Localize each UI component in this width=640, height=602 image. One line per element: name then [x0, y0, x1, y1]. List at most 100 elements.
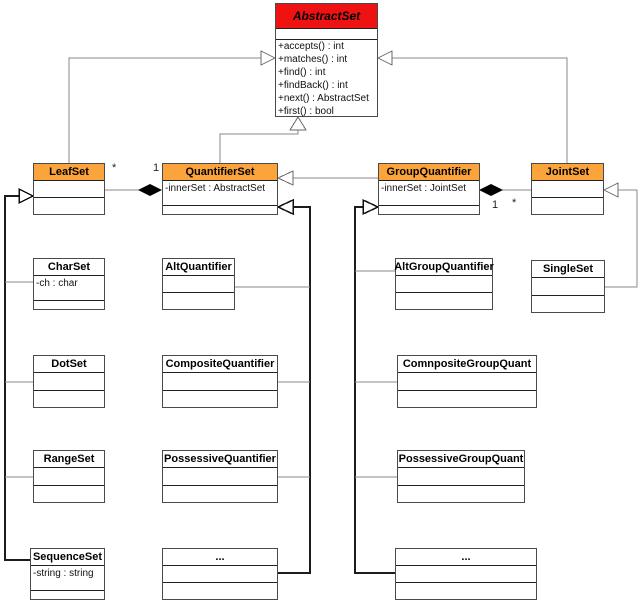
generalization-arrow-into-jointset-right: [602, 182, 619, 198]
class-possessivequantifier[interactable]: PossessiveQuantifier: [162, 450, 278, 503]
class-leafset[interactable]: LeafSet: [33, 163, 105, 215]
class-dotset[interactable]: DotSet: [33, 355, 105, 408]
method: +first() : bool: [278, 106, 334, 117]
methods-section: [34, 391, 104, 408]
methods-section: [396, 583, 536, 599]
class-ellipsis-groupquant[interactable]: ...: [395, 548, 537, 600]
class-title: AbstractSet: [276, 4, 377, 29]
methods-section: [163, 391, 277, 408]
attributes-section: [34, 468, 104, 486]
class-title: GroupQuantifier: [379, 164, 479, 181]
method: +accepts() : int: [278, 41, 344, 52]
class-title: PossessiveQuantifier: [163, 451, 277, 468]
class-quantifierset[interactable]: QuantifierSet -innerSet : AbstractSet: [162, 163, 278, 215]
multiplicity-label: 1: [153, 162, 160, 174]
class-title: JointSet: [532, 164, 603, 181]
class-title: SequenceSet: [31, 549, 104, 566]
class-comnpositegroupquant[interactable]: ComnpositeGroupQuant: [397, 355, 537, 408]
generalization-arrow-into-quantifierset-right-top: [276, 170, 294, 186]
generalization-arrow-into-quantifierset-right-bottom: [276, 198, 294, 216]
methods-section: +accepts() : int +matches() : int +find(…: [276, 40, 377, 117]
generalization-line-leafset-abstractset: [68, 57, 261, 163]
composition-diamond-groupquantifier: [478, 183, 504, 197]
methods-section: [398, 391, 536, 408]
class-title: ...: [163, 549, 277, 566]
class-compositequantifier[interactable]: CompositeQuantifier: [162, 355, 278, 408]
class-title: AltGroupQuantifier: [394, 259, 494, 276]
class-title: ...: [396, 549, 536, 566]
multiplicity-label: *: [112, 162, 117, 174]
methods-section: [34, 301, 104, 309]
attributes-section: -innerSet : JointSet: [379, 181, 479, 206]
multiplicity-label: 1: [492, 199, 499, 211]
methods-section: [34, 486, 104, 503]
attributes-section: [34, 373, 104, 391]
attributes-section: [163, 468, 277, 486]
method: +next() : AbstractSet: [278, 93, 369, 104]
generalization-bus-leafset-children: [4, 195, 30, 561]
class-title: PossessiveGroupQuant: [398, 451, 524, 468]
class-title: LeafSet: [34, 164, 104, 181]
generalization-bus-quantifierset-children: [278, 206, 311, 574]
attributes-section: [276, 29, 377, 40]
class-ellipsis-quantifier[interactable]: ...: [162, 548, 278, 600]
methods-section: [396, 293, 492, 309]
class-title: ComnpositeGroupQuant: [398, 356, 536, 373]
method: +find() : int: [278, 67, 326, 78]
attributes-section: [532, 278, 604, 296]
class-jointset[interactable]: JointSet: [531, 163, 604, 215]
attribute: -string : string: [33, 568, 94, 579]
attributes-section: [163, 373, 277, 391]
class-charset[interactable]: CharSet -ch : char: [33, 258, 105, 310]
class-rangeset[interactable]: RangeSet: [33, 450, 105, 503]
methods-section: [34, 198, 104, 214]
class-title: RangeSet: [34, 451, 104, 468]
method: +matches() : int: [278, 54, 348, 65]
attribute: -innerSet : JointSet: [381, 183, 467, 194]
class-title: SingleSet: [532, 261, 604, 278]
method: +findBack() : int: [278, 80, 348, 91]
methods-section: [379, 206, 479, 214]
class-altquantifier[interactable]: AltQuantifier: [162, 258, 235, 310]
class-title: CompositeQuantifier: [163, 356, 277, 373]
attributes-section: [396, 566, 536, 583]
class-groupquantifier[interactable]: GroupQuantifier -innerSet : JointSet: [378, 163, 480, 215]
composition-diamond-quantifierset: [137, 183, 163, 197]
class-possessivegroupquant[interactable]: PossessiveGroupQuant: [397, 450, 525, 503]
methods-section: [31, 591, 104, 599]
generalization-arrow-into-abstractset-bottom: [289, 116, 307, 131]
methods-section: [163, 206, 277, 214]
multiplicity-label: *: [512, 197, 517, 209]
attributes-section: [34, 181, 104, 198]
attributes-section: [398, 468, 524, 486]
class-title: CharSet: [34, 259, 104, 276]
methods-section: [163, 486, 277, 503]
generalization-arrow-into-leafset-left: [18, 187, 35, 205]
class-singleset[interactable]: SingleSet: [531, 260, 605, 313]
generalization-bus-groupquantifier-children: [354, 206, 395, 574]
class-altgroupquantifier[interactable]: AltGroupQuantifier: [394, 258, 494, 310]
attributes-section: [398, 373, 536, 391]
methods-section: [532, 198, 603, 214]
generalization-line-singleset-jointset: [605, 189, 638, 288]
attributes-section: [163, 276, 234, 293]
class-title: QuantifierSet: [163, 164, 277, 181]
class-sequenceset[interactable]: SequenceSet -string : string: [30, 548, 105, 600]
methods-section: [532, 296, 604, 313]
generalization-line-quantifierset-abstractset: [219, 130, 299, 163]
generalization-line-jointset-abstractset: [392, 57, 568, 163]
class-abstractset[interactable]: AbstractSet +accepts() : int +matches() …: [275, 3, 378, 117]
generalization-arrow-into-abstractset-right: [376, 50, 393, 66]
attributes-section: [396, 276, 492, 293]
methods-section: [163, 293, 234, 309]
attributes-section: [163, 566, 277, 583]
methods-section: [163, 583, 277, 599]
attributes-section: [532, 181, 603, 198]
attributes-section: -ch : char: [34, 276, 104, 301]
attribute: -innerSet : AbstractSet: [165, 183, 266, 194]
class-title: AltQuantifier: [163, 259, 234, 276]
class-title: DotSet: [34, 356, 104, 373]
attributes-section: -innerSet : AbstractSet: [163, 181, 277, 206]
